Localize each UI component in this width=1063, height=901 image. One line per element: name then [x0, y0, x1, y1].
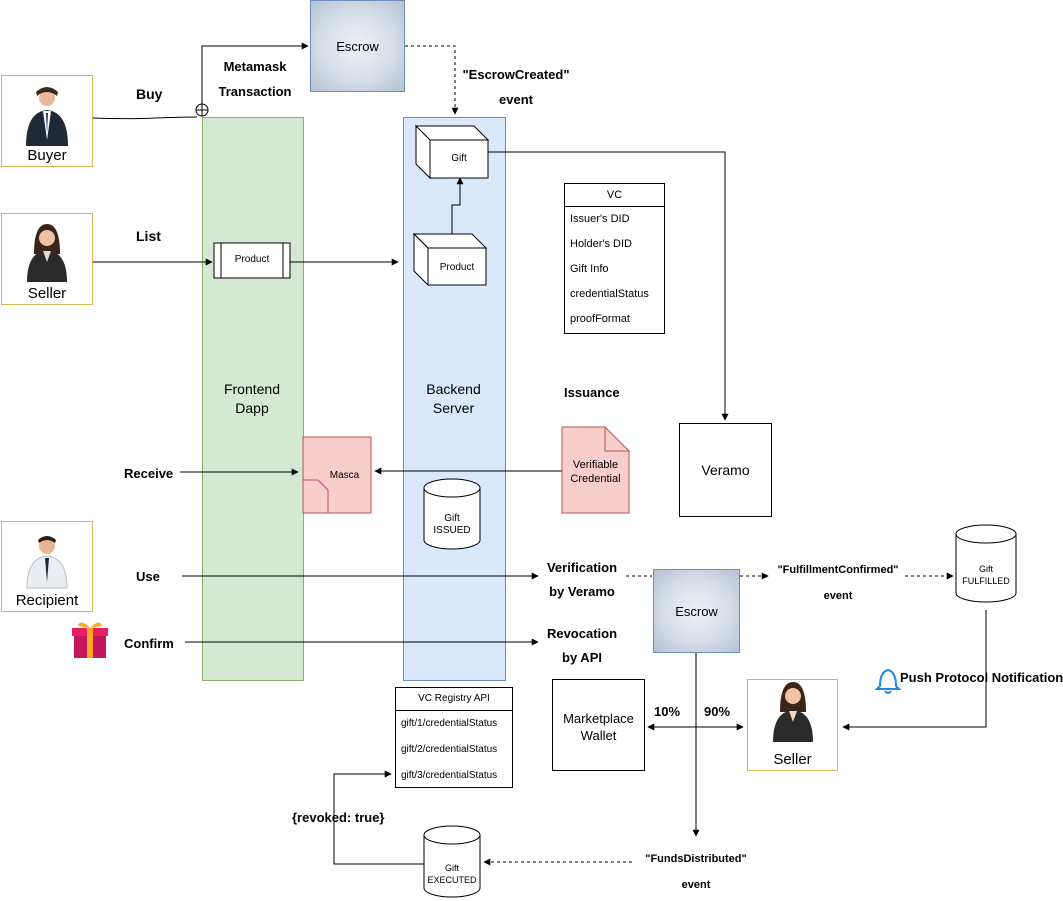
escrow-top-label: Escrow: [336, 39, 379, 54]
frontend-lane: [202, 117, 304, 681]
person-seller-icon: [27, 224, 67, 282]
seller-bottom-actor: Seller: [747, 679, 838, 771]
person-recipient-icon: [26, 536, 68, 589]
table-row: Issuer's DID: [570, 213, 630, 225]
backend-lane: [403, 117, 506, 681]
escrow-created-connector: [405, 45, 459, 115]
seller-percent-label: 90%: [704, 704, 731, 719]
receive-label: Receive: [124, 466, 174, 481]
buy-connector: [92, 116, 198, 120]
table-row: proofFormat: [570, 313, 630, 325]
veramo-box: Veramo: [679, 423, 772, 517]
push-notification-label: Push Protocol Notification: [900, 670, 1063, 685]
person-buyer-icon: [26, 87, 68, 146]
product-cube-shape: [412, 232, 488, 287]
buy-label: Buy: [136, 86, 163, 102]
gift-executed-cylinder-shape: [423, 825, 481, 898]
use-label: Use: [136, 569, 160, 584]
seller-actor: Seller: [1, 213, 93, 305]
gift-cube-label: Gift: [451, 153, 467, 164]
gift-box-icon: [72, 622, 108, 658]
seller-bottom-label: Seller: [773, 751, 812, 768]
veramo-label: Veramo: [701, 462, 750, 478]
executed-to-registry-connector: [333, 770, 424, 865]
marketplace-percent-label: 10%: [654, 704, 681, 719]
gift-issued-cylinder-shape: [423, 478, 481, 550]
product-to-gift-connector: [451, 177, 464, 234]
list-label: List: [136, 228, 161, 244]
confirm-label: Confirm: [124, 636, 174, 651]
escrow-mid-box: Escrow: [653, 569, 740, 653]
verifiable-credential-document-shape: [561, 426, 630, 514]
fulfillment-confirmed-label: "FulfillmentConfirmed"event: [777, 564, 899, 602]
table-row: gift/3/credentialStatus: [401, 770, 498, 781]
buyer-label: Buyer: [27, 147, 67, 164]
gift-cube-shape: [414, 124, 490, 180]
gift-to-veramo-connector: [488, 151, 729, 421]
table-row: Holder's DID: [570, 238, 633, 250]
bell-icon: [874, 668, 902, 694]
revoked-label: {revoked: true}: [292, 810, 385, 825]
buyer-actor: Buyer: [1, 75, 93, 167]
product-process-shape: [213, 242, 291, 279]
recipient-actor: Recipient: [1, 521, 93, 612]
masca-document-shape: [302, 436, 372, 514]
vc-table-rows: Issuer's DID Holder's DID Gift Info credent…: [565, 207, 664, 332]
gift-fulfilled-cylinder-shape: [955, 524, 1017, 603]
vc-registry-title: VC Registry API: [396, 688, 512, 711]
escrow-created-label: "EscrowCreated"event: [462, 67, 570, 107]
table-row: gift/2/credentialStatus: [401, 744, 498, 755]
table-row: credentialStatus: [570, 288, 649, 300]
vc-table: VC Issuer's DID Holder's DID Gift Info cred…: [564, 183, 665, 334]
recipient-label: Recipient: [15, 592, 79, 609]
person-seller-icon: [773, 682, 813, 742]
fulfilled-to-seller-connector: [842, 610, 987, 731]
product-cube-label: Product: [439, 262, 475, 273]
funds-distributed-label: "FundsDistributed"event: [645, 853, 747, 891]
table-row: Gift Info: [570, 263, 609, 275]
product-process-label: Product: [234, 254, 270, 265]
seller-label: Seller: [27, 285, 67, 302]
table-row: gift/1/credentialStatus: [401, 718, 498, 729]
issuance-label: Issuance: [564, 385, 620, 400]
escrow-mid-label: Escrow: [675, 604, 718, 619]
vc-registry-rows: gift/1/credentialStatus gift/2/credential…: [396, 711, 512, 789]
masca-label: Masca: [329, 470, 360, 481]
vc-table-title: VC: [565, 184, 664, 207]
escrow-top-box: Escrow: [310, 0, 405, 92]
metamask-connector: [201, 42, 309, 104]
